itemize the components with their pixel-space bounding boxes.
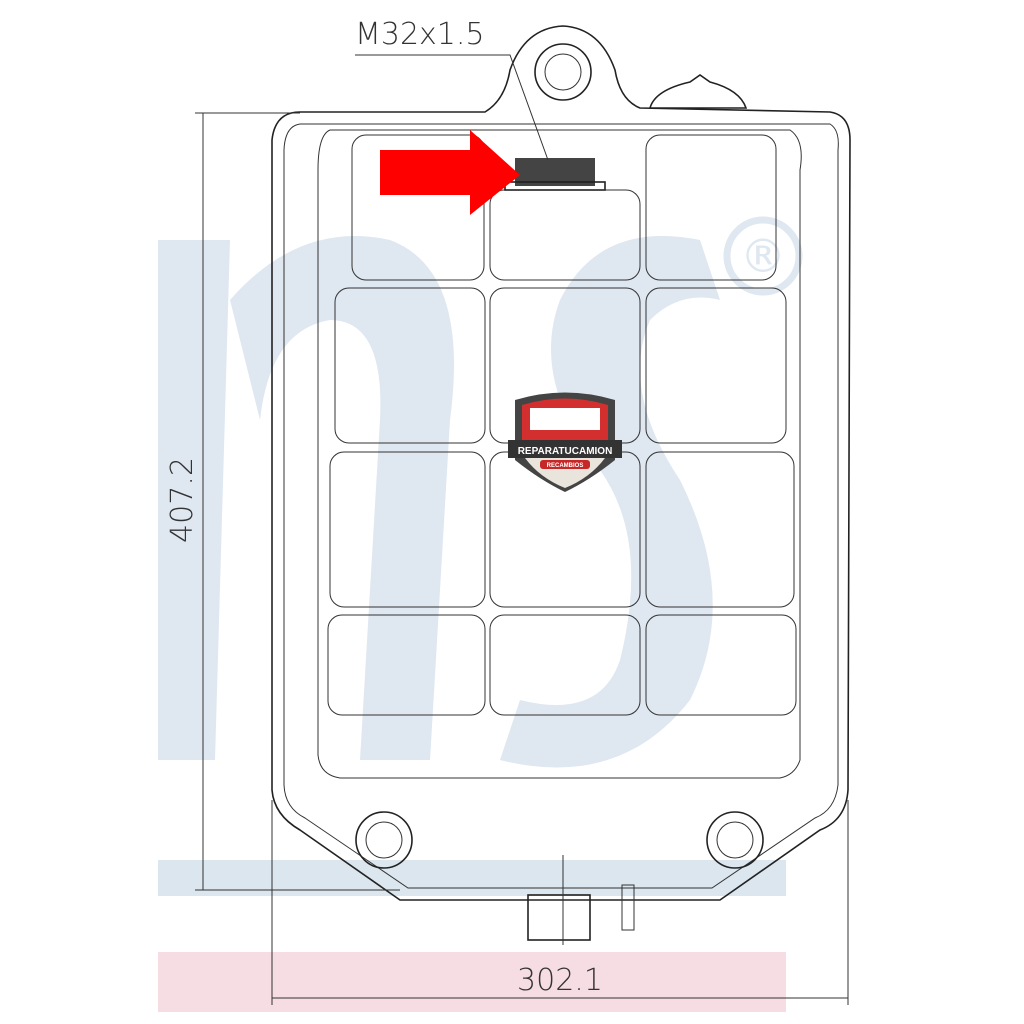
reparatucamion-logo: REPARATUCAMION RECAMBIOS bbox=[508, 392, 622, 492]
logo-sub: RECAMBIOS bbox=[547, 463, 584, 469]
tank-outline bbox=[271, 25, 851, 945]
thread-callout: M32x1.5 bbox=[355, 17, 549, 161]
registered-mark: ® bbox=[740, 229, 786, 283]
red-arrow-icon bbox=[380, 130, 520, 215]
watermark-band-pink bbox=[158, 952, 786, 1012]
ns-watermark: ® bbox=[158, 216, 803, 768]
width-value: 302.1 bbox=[517, 963, 603, 998]
thread-label: M32x1.5 bbox=[355, 17, 485, 52]
height-dimension: 407.2 bbox=[165, 112, 400, 891]
logo-brand: REPARATUCAMION bbox=[518, 446, 613, 457]
watermark-band-blue bbox=[158, 860, 786, 896]
height-value: 407.2 bbox=[165, 457, 200, 543]
width-dimension: 302.1 bbox=[271, 800, 849, 1005]
